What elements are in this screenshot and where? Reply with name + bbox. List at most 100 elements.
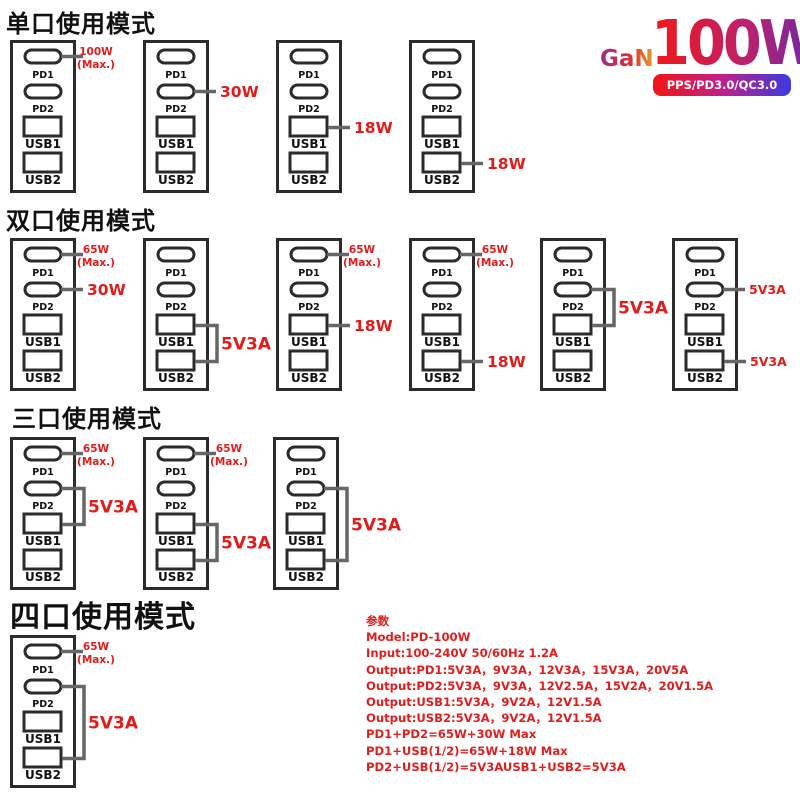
usb-c-port-pd1-icon <box>553 246 593 263</box>
device-outline <box>143 238 209 391</box>
port-label-pd1: PD1 <box>165 467 186 478</box>
callout-label: 5V3A <box>750 354 787 369</box>
spec-line: Output:USB2:5V3A，9V2A，12V1.5A <box>366 711 602 726</box>
spec-line: PD1+USB(1/2)=65W+18W Max <box>366 743 568 758</box>
port-label-pd1: PD1 <box>165 70 186 81</box>
port-label-pd2: PD2 <box>32 501 53 512</box>
bracket-connector <box>195 323 219 364</box>
usb-c-port-pd1-icon <box>23 48 63 65</box>
spec-line: Output:PD1:5V3A，9V3A，12V3A，15V3A，20V5A <box>366 662 689 677</box>
device-outline <box>143 40 209 193</box>
usb-a-port-usb1-icon <box>22 512 63 535</box>
port-label-pd1: PD1 <box>431 70 452 81</box>
usb-c-port-pd1-icon <box>23 445 63 462</box>
port-label-pd2: PD2 <box>165 501 186 512</box>
callout-label: 5V3A <box>221 534 272 554</box>
callout-label: 5V3A <box>88 714 139 734</box>
port-label-usb1: USB1 <box>291 137 327 151</box>
usb-a-port-usb2-icon <box>155 548 196 571</box>
port-label-usb1: USB1 <box>424 137 460 151</box>
callout-label: (Max.) <box>210 456 248 468</box>
usb-a-port-usb1-icon <box>285 512 326 535</box>
port-label-usb2: USB2 <box>25 570 61 584</box>
bracket-connector <box>195 522 219 563</box>
usb-a-port-usb1-icon <box>421 313 462 336</box>
usb-c-port-pd2-icon <box>23 281 63 298</box>
usb-a-port-usb2-icon <box>22 349 63 372</box>
usb-a-port-usb1-icon <box>155 115 196 138</box>
port-label-pd2: PD2 <box>694 302 715 313</box>
port-label-usb1: USB1 <box>25 732 61 746</box>
callout-label: 30W <box>220 83 259 101</box>
spec-line: Output:PD2:5V3A，9V3A，12V2.5A，15V2A，20V1.… <box>366 678 714 693</box>
port-label-pd2: PD2 <box>431 302 452 313</box>
usb-a-port-usb1-icon <box>421 115 462 138</box>
port-label-usb1: USB1 <box>25 335 61 349</box>
device-outline <box>409 40 475 193</box>
port-label-usb2: USB2 <box>424 371 460 385</box>
usb-c-port-pd2-icon <box>156 281 196 298</box>
callout-label: 30W <box>87 281 126 299</box>
callout-label: (Max.) <box>77 654 115 666</box>
usb-a-port-usb2-icon <box>155 349 196 372</box>
port-label-usb1: USB1 <box>158 137 194 151</box>
device-outline <box>276 40 342 193</box>
device-outline <box>672 238 738 391</box>
usb-c-port-pd1-icon <box>685 246 725 263</box>
port-label-usb2: USB2 <box>291 173 327 187</box>
port-label-pd2: PD2 <box>32 699 53 710</box>
port-label-pd2: PD2 <box>431 104 452 115</box>
usb-c-port-pd2-icon <box>23 480 63 497</box>
port-label-usb2: USB2 <box>25 173 61 187</box>
section-title-dual: 双口使用模式 <box>6 207 156 235</box>
usb-c-port-pd1-icon <box>156 445 196 462</box>
usb-c-port-pd2-icon <box>289 83 329 100</box>
bracket-connector <box>324 486 349 563</box>
port-label-pd2: PD2 <box>295 501 316 512</box>
bracket-connector <box>591 287 616 328</box>
port-label-pd2: PD2 <box>32 104 53 115</box>
device-outline <box>409 238 475 391</box>
callout-label: 5V3A <box>351 516 402 536</box>
usb-c-port-pd1-icon <box>286 445 326 462</box>
port-label-pd1: PD1 <box>298 268 319 279</box>
usb-c-port-pd1-icon <box>23 246 63 263</box>
wattage-logo-text: 100W <box>651 8 800 80</box>
port-label-pd2: PD2 <box>32 302 53 313</box>
port-label-pd2: PD2 <box>298 104 319 115</box>
port-label-pd1: PD1 <box>694 268 715 279</box>
port-label-usb1: USB1 <box>158 534 194 548</box>
usb-c-port-pd2-icon <box>289 281 329 298</box>
port-label-usb2: USB2 <box>25 768 61 782</box>
port-label-usb1: USB1 <box>291 335 327 349</box>
specs-heading: 参数 <box>366 614 390 628</box>
device-outline <box>540 238 606 391</box>
section-title-triple: 三口使用模式 <box>12 405 162 433</box>
port-label-pd1: PD1 <box>32 70 53 81</box>
bracket-connector <box>61 684 86 761</box>
port-label-usb1: USB1 <box>288 534 324 548</box>
port-label-usb2: USB2 <box>158 371 194 385</box>
spec-line: Input:100-240V 50/60Hz 1.2A <box>366 646 559 661</box>
usb-c-port-pd1-icon <box>156 48 196 65</box>
callout-label: 65W <box>83 244 110 256</box>
usb-c-port-pd1-icon <box>23 643 63 660</box>
callout-label: 5V3A <box>618 299 669 319</box>
usb-c-port-pd1-icon <box>156 246 196 263</box>
callout-label: (Max.) <box>77 59 115 71</box>
port-label-usb1: USB1 <box>555 335 591 349</box>
usb-a-port-usb1-icon <box>155 313 196 336</box>
usb-c-port-pd1-icon <box>289 246 329 263</box>
port-label-pd1: PD1 <box>562 268 583 279</box>
usb-a-port-usb2-icon <box>684 349 725 372</box>
port-label-usb1: USB1 <box>687 335 723 349</box>
callout-label: 18W <box>354 119 393 137</box>
usb-a-port-usb1-icon <box>684 313 725 336</box>
usb-c-port-pd2-icon <box>286 480 326 497</box>
